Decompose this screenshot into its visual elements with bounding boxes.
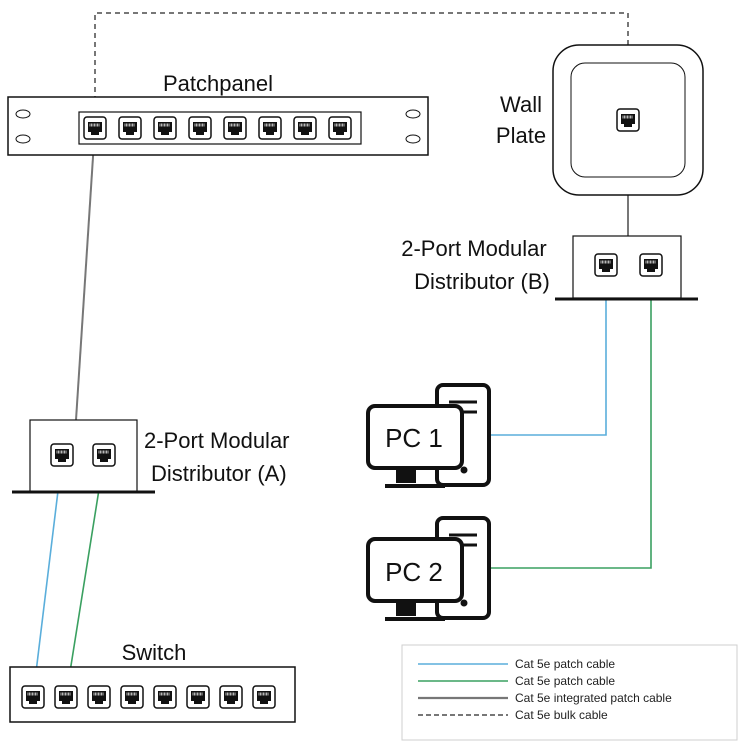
patchpanel-port-1-icon bbox=[83, 116, 107, 140]
patch-cable-blue-pc1 bbox=[489, 275, 607, 436]
legend-label-2: Cat 5e patch cable bbox=[515, 674, 615, 688]
wall-plate bbox=[552, 44, 704, 196]
patchpanel-port-5-icon bbox=[223, 116, 247, 140]
switch-port-4-icon bbox=[120, 685, 144, 709]
wall-plate-label-line1: Wall bbox=[500, 92, 542, 117]
pc1-label: PC 1 bbox=[385, 423, 443, 453]
patchpanel-port-4-icon bbox=[188, 116, 212, 140]
patchpanel-port-7-icon bbox=[293, 116, 317, 140]
switch-port-6-icon bbox=[186, 685, 210, 709]
bulk-cable bbox=[94, 12, 629, 110]
distributor-a-label-line1: 2-Port Modular bbox=[144, 428, 290, 453]
patch-cable-green-switch bbox=[65, 457, 105, 698]
distributor-b-port-1-icon bbox=[594, 253, 618, 277]
distributor-a bbox=[12, 419, 155, 494]
distributor-b-port-2-icon bbox=[639, 253, 663, 277]
patchpanel bbox=[7, 96, 429, 156]
patchpanel-port-2-icon bbox=[118, 116, 142, 140]
switch-label: Switch bbox=[122, 640, 187, 665]
distributor-a-label-line2: Distributor (A) bbox=[151, 461, 287, 486]
patchpanel-label: Patchpanel bbox=[163, 71, 273, 96]
distributor-b bbox=[555, 235, 698, 301]
patchpanel-port-3-icon bbox=[153, 116, 177, 140]
switch-port-3-icon bbox=[87, 685, 111, 709]
distributor-a-port-1-icon bbox=[50, 443, 74, 467]
switch-port-8-icon bbox=[252, 685, 276, 709]
wall-plate-port-icon bbox=[616, 108, 640, 132]
switch-port-1-icon bbox=[21, 685, 45, 709]
distributor-a-port-2-icon bbox=[92, 443, 116, 467]
patch-cable-blue-switch bbox=[32, 457, 63, 698]
switch-port-7-icon bbox=[219, 685, 243, 709]
legend-label-3: Cat 5e integrated patch cable bbox=[515, 691, 672, 705]
switch-port-2-icon bbox=[54, 685, 78, 709]
patch-cable-green-pc2 bbox=[489, 275, 652, 569]
patchpanel-port-8-icon bbox=[328, 116, 352, 140]
pc2 bbox=[366, 516, 491, 621]
distributor-b-label-line1: 2-Port Modular bbox=[401, 236, 547, 261]
legend-label-4: Cat 5e bulk cable bbox=[515, 708, 608, 722]
patchpanel-port-6-icon bbox=[258, 116, 282, 140]
pc2-label: PC 2 bbox=[385, 557, 443, 587]
legend-label-1: Cat 5e patch cable bbox=[515, 657, 615, 671]
integrated-patch-cable-a bbox=[75, 125, 96, 421]
distributor-b-label-line2: Distributor (B) bbox=[414, 269, 550, 294]
pc1 bbox=[366, 383, 491, 488]
switch bbox=[9, 666, 296, 723]
wall-plate-label-line2: Plate bbox=[496, 123, 546, 148]
switch-port-5-icon bbox=[153, 685, 177, 709]
